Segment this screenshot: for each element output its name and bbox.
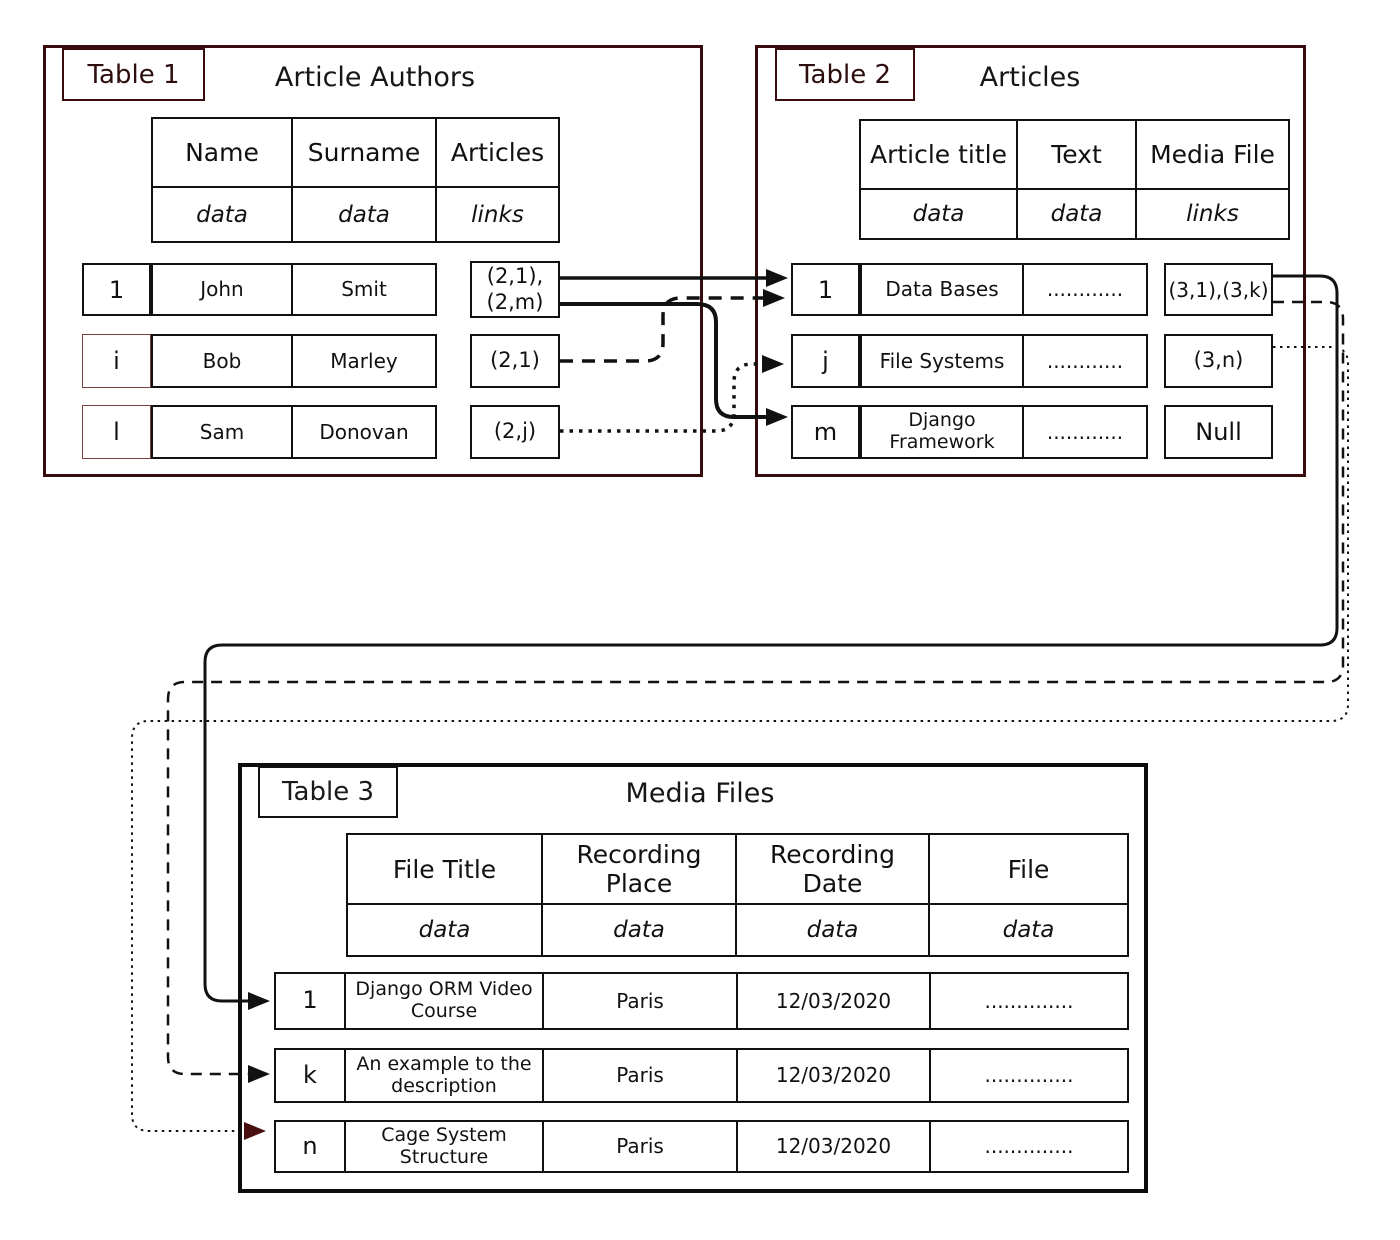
table1-row2-name: Bob	[153, 336, 293, 386]
table3-label: Table 3	[258, 766, 398, 818]
table2-type-text: data	[1018, 190, 1137, 238]
table3-row3-place: Paris	[544, 1122, 738, 1171]
table2-type-row: data data links	[861, 190, 1288, 238]
table3-row1-place: Paris	[544, 974, 738, 1028]
table2-col-text: Text	[1018, 121, 1137, 190]
table2-row1-id: 1	[791, 263, 860, 316]
table1-row1-name: John	[153, 265, 293, 314]
table1-row1-id: 1	[82, 263, 151, 316]
table1-row3-surname: Donovan	[319, 419, 409, 444]
table3-row3-file: ..............	[984, 1134, 1074, 1158]
table3-row1-id: 1	[276, 974, 346, 1028]
table3-type-row: data data data data	[348, 905, 1127, 955]
table3-col-recording-date: Recording Date	[737, 835, 930, 905]
table3-row1-title: Django ORM Video Course	[346, 974, 544, 1028]
table1-type-surname: data	[293, 188, 437, 241]
table3-col-recording-place: Recording Place	[543, 835, 737, 905]
table2-row2-media-link: (3,n)	[1164, 334, 1273, 388]
table1-row2-articles-link: (2,1)	[470, 334, 560, 388]
table3-label-text: Table 3	[281, 777, 375, 807]
table2-title: Articles	[979, 62, 1081, 93]
table1-row2-id: i	[82, 334, 151, 388]
table3-row1: 1 Django ORM Video Course Paris 12/03/20…	[274, 972, 1129, 1030]
table1-type-row: data data links	[153, 188, 558, 241]
table3-type-recording-place: data	[543, 905, 737, 955]
table2-row2-text: ............	[1046, 348, 1124, 373]
table1-col-articles: Articles	[437, 119, 558, 188]
table2-row1-text: ............	[1046, 277, 1124, 301]
table1-row3-articles-link: (2,j)	[470, 405, 560, 459]
table2-row1-title: Data Bases	[862, 265, 1024, 314]
table1-type-articles: links	[471, 201, 524, 228]
table2-type-article-title: data	[861, 190, 1018, 238]
table2-row3-text: ............	[1046, 419, 1124, 444]
table2-row3: Django Framework ............	[860, 405, 1148, 459]
table3-type-file-title: data	[348, 905, 543, 955]
table2-col-article-title: Article title	[861, 121, 1018, 190]
table3-title: Media Files	[625, 778, 775, 809]
table3-row3-id: n	[276, 1122, 346, 1171]
table1-row1: John Smit	[151, 263, 437, 316]
table3-row2-place: Paris	[544, 1050, 738, 1101]
table3-col-file: File	[930, 835, 1127, 905]
table2-row2: File Systems ............	[860, 334, 1148, 388]
table2-row1: Data Bases ............	[860, 263, 1148, 316]
table1-row3-id: l	[82, 405, 151, 459]
table3-row1-file: ..............	[984, 988, 1074, 1013]
table3-row3: n Cage System Structure Paris 12/03/2020…	[274, 1120, 1129, 1173]
table3-row3-date: 12/03/2020	[738, 1122, 931, 1171]
table1-row2: Bob Marley	[151, 334, 437, 388]
table1-row3-name: Sam	[153, 407, 293, 457]
table3-type-recording-date: data	[737, 905, 930, 955]
table1-row1-surname: Smit	[341, 277, 387, 301]
table3-header-row: File Title Recording Place Recording Dat…	[348, 835, 1127, 905]
table2-row2-title: File Systems	[862, 336, 1024, 386]
table2-header-grid: Article title Text Media File data data …	[859, 119, 1290, 240]
table3-row1-date: 12/03/2020	[738, 974, 931, 1028]
table1-type-name: data	[153, 188, 293, 241]
table1-title: Article Authors	[274, 62, 476, 93]
table1-col-surname: Surname	[293, 119, 437, 188]
table3-row2-id: k	[276, 1050, 346, 1101]
table3-row2-title: An example to the description	[346, 1050, 544, 1101]
table2-label-text: Table 2	[798, 59, 892, 90]
table2-row3-media-link: Null	[1164, 405, 1273, 459]
table1-row1-articles-link: (2,1), (2,m)	[470, 261, 560, 318]
table3-row2-file: ..............	[984, 1063, 1074, 1087]
table2-row2-id: j	[791, 334, 860, 388]
table1-label: Table 1	[62, 48, 205, 101]
table2-label: Table 2	[775, 48, 915, 101]
table3-col-file-title: File Title	[348, 835, 543, 905]
table1-col-name: Name	[153, 119, 293, 188]
table3-row2-date: 12/03/2020	[738, 1050, 931, 1101]
table2-header-row: Article title Text Media File	[861, 121, 1288, 190]
table1-header-row: Name Surname Articles	[153, 119, 558, 188]
table3-header-grid: File Title Recording Place Recording Dat…	[346, 833, 1129, 957]
table2-row3-title: Django Framework	[862, 407, 1024, 457]
table2-type-media-file: links	[1186, 201, 1239, 227]
table1-row2-surname: Marley	[330, 348, 398, 373]
table1-row3: Sam Donovan	[151, 405, 437, 459]
table1-header-grid: Name Surname Articles data data links	[151, 117, 560, 243]
table3-row2: k An example to the description Paris 12…	[274, 1048, 1129, 1103]
table2-col-media-file: Media File	[1137, 121, 1288, 190]
table3-type-file: data	[1002, 917, 1055, 943]
table1-label-text: Table 1	[87, 59, 180, 90]
table2-row3-id: m	[791, 405, 860, 459]
table3-row3-title: Cage System Structure	[346, 1122, 544, 1171]
table2-row1-media-link: (3,1),(3,k)	[1164, 263, 1273, 316]
